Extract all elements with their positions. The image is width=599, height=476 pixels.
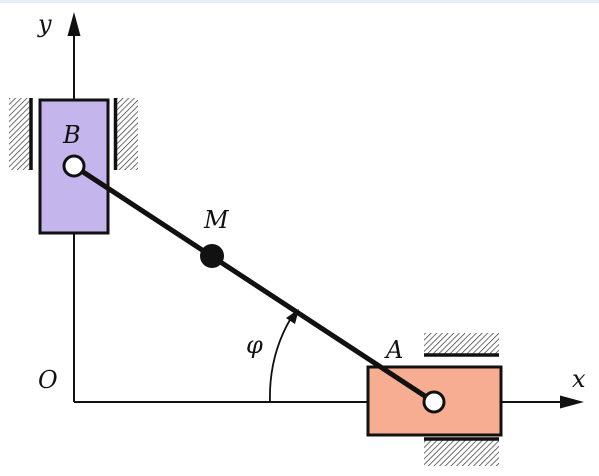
top-strip [0,0,599,3]
pin-joint-a-icon [422,390,446,414]
label-x: x [572,365,586,393]
label-b: B [62,121,81,149]
angle-arrow-icon [286,309,299,324]
label-y: y [37,10,52,38]
pin-joint-b-icon [62,154,86,178]
x-axis-arrow-icon [560,395,584,409]
label-phi: φ [246,331,263,359]
rod-ab [72,163,436,405]
angle-phi-arc [269,317,292,403]
guide-hatch-b-left [9,98,32,170]
point-m-icon [200,244,224,268]
guide-hatch-a-bottom [424,440,499,466]
guide-hatch-b-right [115,98,138,170]
y-axis-arrow-icon [67,12,81,36]
label-a: A [384,336,403,364]
label-origin: O [38,366,58,394]
label-m: M [203,206,230,234]
guide-hatch-a-top [424,333,499,355]
